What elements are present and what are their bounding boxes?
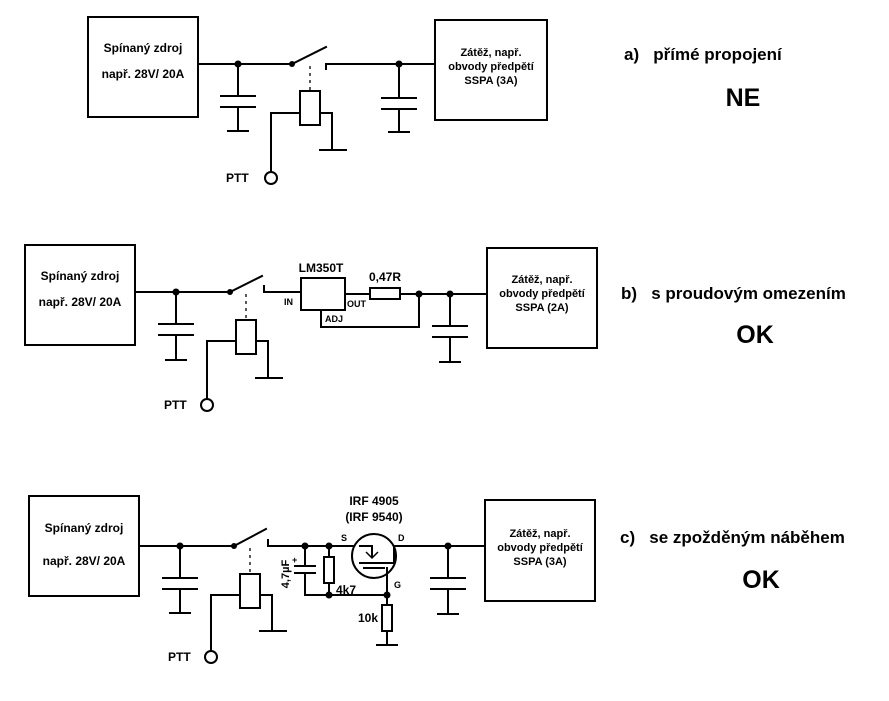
source-b-line1: Spínaný zdroj (41, 269, 120, 283)
load-b-line1: Zátěž, např. (511, 274, 572, 286)
relay-c: PTT (168, 548, 287, 664)
relay-a: PTT (226, 66, 347, 185)
caption-b: b) s proudovým omezením (621, 284, 846, 303)
pin-out-label: OUT (347, 299, 367, 309)
pin-d-label: D (398, 533, 405, 543)
capacitor-c-right (430, 545, 466, 615)
switch-a-blade (290, 45, 328, 66)
regulator-lm350t: LM350T IN OUT ADJ (284, 261, 420, 328)
load-a-line2: obvody předpětí (448, 61, 535, 73)
source-a-line1: Spínaný zdroj (104, 41, 183, 55)
caption-c: c) se zpožděným náběhem (620, 528, 845, 547)
load-box-c (484, 499, 596, 602)
source-b-line2: např. 28V/ 20A (39, 295, 122, 309)
load-a-line1: Zátěž, např. (460, 47, 521, 59)
relay-b: PTT (164, 294, 283, 412)
capacitor-a-right (381, 63, 417, 133)
mosfet-label-1: IRF 4905 (349, 494, 399, 508)
capacitor-c-left (162, 545, 198, 614)
load-b-line3: SSPA (2A) (515, 302, 569, 314)
load-box-b (486, 247, 598, 349)
cap-plus-label: + (292, 555, 297, 565)
resistor-4k7-label: 4k7 (336, 583, 356, 597)
load-c-line2: obvody předpětí (497, 542, 584, 554)
resistor-10k: 10k (358, 594, 398, 646)
source-box-a (87, 16, 199, 118)
capacitor-b-right (432, 293, 468, 363)
load-a-line3: SSPA (3A) (464, 75, 518, 87)
pin-g-label: G (394, 580, 401, 590)
source-box-c (28, 495, 140, 597)
verdict-a: NE (726, 84, 761, 112)
source-box-b (24, 244, 136, 346)
resistor-b-label: 0,47R (369, 270, 401, 284)
ptt-terminal-a[interactable] (264, 171, 278, 185)
mosfet-label-2: (IRF 9540) (345, 510, 402, 524)
load-box-a (434, 19, 548, 121)
regulator-label: LM350T (299, 261, 344, 275)
pin-s-label: S (341, 533, 347, 543)
caption-a: a) přímé propojení (624, 45, 783, 64)
wire-a-right (325, 63, 437, 70)
pin-in-label: IN (284, 297, 293, 307)
ptt-label-c: PTT (168, 650, 191, 664)
capacitor-4u7: + 4,7µF (280, 545, 388, 599)
switch-c-blade (232, 527, 268, 548)
resistor-4k7: 4k7 (323, 545, 356, 597)
capacitor-a-left (220, 63, 256, 132)
load-b-line2: obvody předpětí (499, 288, 586, 300)
mosfet-irf4905: IRF 4905 (IRF 9540) S D G (341, 494, 405, 599)
source-c-line1: Spínaný zdroj (45, 521, 124, 535)
resistor-10k-label: 10k (358, 611, 378, 625)
load-c-line3: SSPA (3A) (513, 556, 567, 568)
circuit-b: Spínaný zdroj např. 28V/ 20A LM350T IN O… (24, 244, 846, 412)
verdict-b: OK (736, 321, 774, 349)
pin-adj-label: ADJ (325, 314, 343, 324)
verdict-c: OK (742, 566, 780, 594)
circuit-c: Spínaný zdroj např. 28V/ 20A + 4,7µF (28, 494, 845, 664)
ptt-label-b: PTT (164, 398, 187, 412)
wire-c-mid (267, 539, 361, 547)
load-c-line1: Zátěž, např. (509, 528, 570, 540)
circuit-a: Spínaný zdroj např. 28V/ 20A PTT (87, 16, 783, 185)
capacitor-b-left (158, 291, 194, 361)
switch-b-blade (228, 274, 264, 294)
wire-b-in (263, 285, 302, 293)
ptt-label-a: PTT (226, 171, 249, 185)
ptt-terminal-b[interactable] (200, 398, 214, 412)
ptt-terminal-c[interactable] (204, 650, 218, 664)
source-a-line2: např. 28V/ 20A (102, 67, 185, 81)
resistor-047r: 0,47R (369, 270, 488, 300)
source-c-line2: např. 28V/ 20A (43, 554, 126, 568)
cap-4u7-label: 4,7µF (280, 560, 292, 589)
